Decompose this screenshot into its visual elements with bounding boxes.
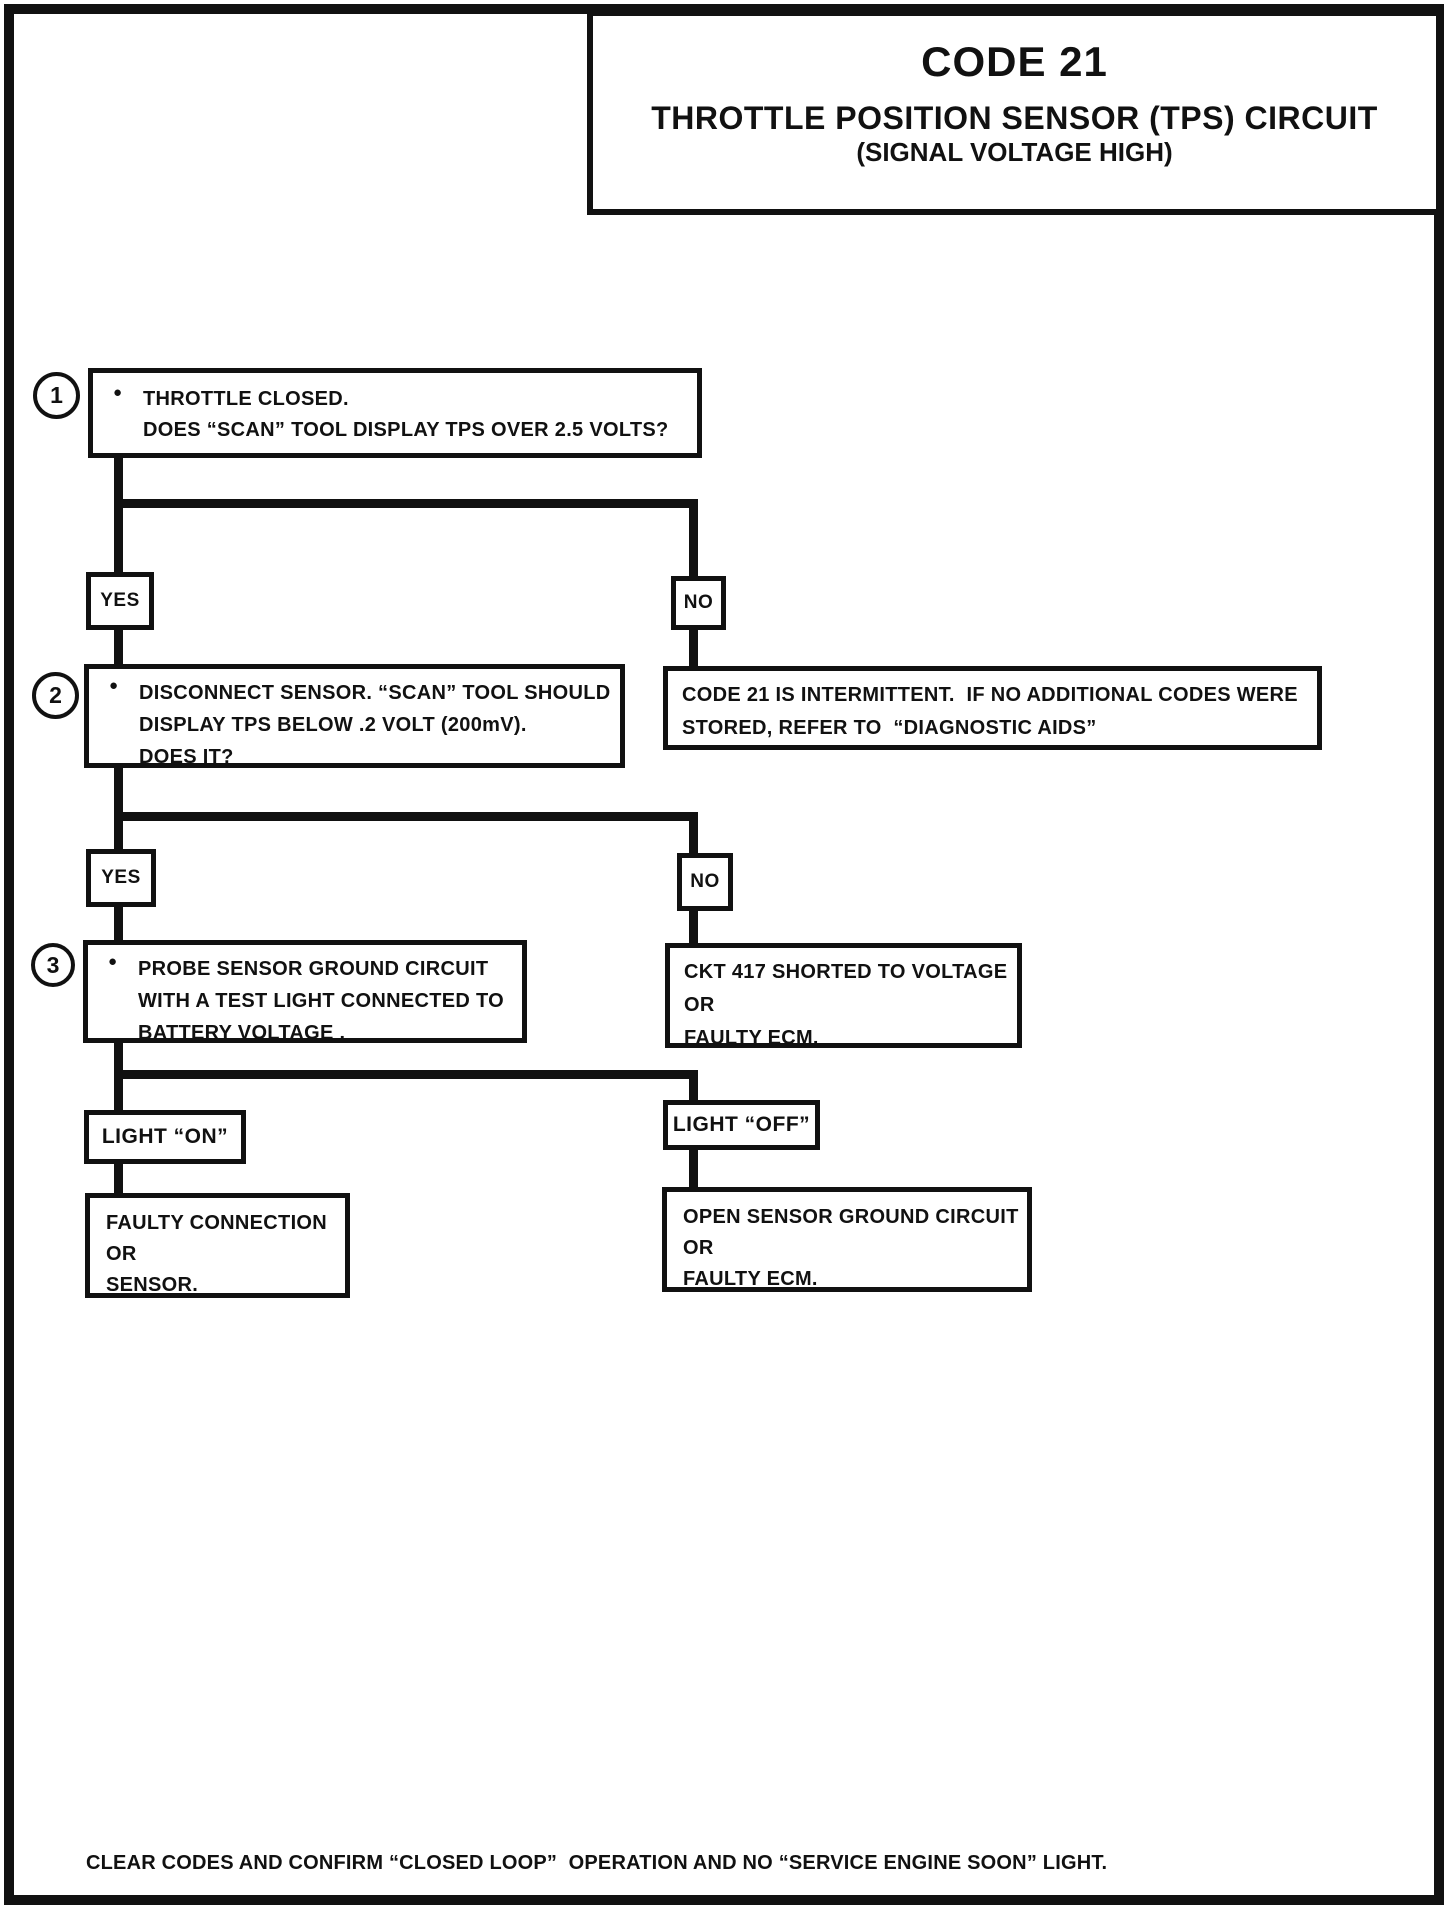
footer-note: CLEAR CODES AND CONFIRM “CLOSED LOOP” OP… (86, 1852, 1108, 1874)
light-off-label: LIGHT “OFF” (672, 1113, 811, 1136)
connector-step1-down (114, 455, 123, 572)
step-3-line: WITH A TEST LIGHT CONNECTED TO (138, 990, 505, 1012)
bullet-icon: ● (113, 384, 123, 401)
step-2-line: DISCONNECT SENSOR. “SCAN” TOOL SHOULD (139, 682, 611, 704)
open-ground-line: OPEN SENSOR GROUND CIRCUIT (683, 1206, 1019, 1228)
yes-label: YES (100, 590, 140, 611)
step-2-number: 2 (49, 682, 62, 708)
branch1-yes-box: YES (86, 572, 154, 630)
light-off-box: LIGHT “OFF” (663, 1100, 820, 1150)
connector-branch2-to-no (689, 812, 698, 853)
connector-branch1-horizontal (114, 499, 698, 508)
step-1-box: ● THROTTLE CLOSED. DOES “SCAN” TOOL DISP… (88, 368, 702, 458)
step-2-number-badge: 2 (32, 672, 79, 719)
step-3-text: PROBE SENSOR GROUND CIRCUIT WITH A TEST … (138, 953, 522, 1049)
connector-no1-to-intermittent (689, 630, 698, 666)
branch1-no-box: NO (671, 576, 726, 630)
connector-branch1-to-no (689, 499, 698, 576)
connector-branch3-to-light-off (689, 1070, 698, 1100)
bullet-icon: ● (109, 677, 119, 694)
title-box: CODE 21 THROTTLE POSITION SENSOR (TPS) C… (587, 10, 1442, 215)
connector-light-off-to-result (689, 1150, 698, 1187)
faulty-connection-line: OR (106, 1243, 137, 1265)
step-3-line: PROBE SENSOR GROUND CIRCUIT (138, 958, 489, 980)
connector-yes1-to-step2 (114, 630, 123, 664)
faulty-connection-line: FAULTY CONNECTION (106, 1212, 328, 1234)
ckt417-line: FAULTY ECM. (684, 1027, 819, 1049)
step-3-line: BATTERY VOLTAGE . (138, 1022, 346, 1044)
intermittent-line: CODE 21 IS INTERMITTENT. IF NO ADDITIONA… (682, 684, 1298, 706)
faulty-connection-result-box: FAULTY CONNECTION OR SENSOR. (85, 1193, 350, 1298)
step-1-line: THROTTLE CLOSED. (143, 388, 349, 410)
intermittent-line: STORED, REFER TO “DIAGNOSTIC AIDS” (682, 717, 1097, 739)
step-1-number: 1 (50, 382, 63, 408)
open-ground-result-box: OPEN SENSOR GROUND CIRCUIT OR FAULTY ECM… (662, 1187, 1032, 1292)
light-on-box: LIGHT “ON” (84, 1110, 246, 1164)
open-ground-line: OR (683, 1237, 714, 1259)
connector-branch2-horizontal (114, 812, 698, 821)
no-label: NO (683, 592, 714, 613)
step-1-number-badge: 1 (33, 372, 80, 419)
ckt417-line: OR (684, 994, 715, 1016)
page-border (4, 4, 1444, 1905)
no-label: NO (690, 871, 720, 892)
connector-light-on-to-result (114, 1164, 123, 1193)
page-title: CODE 21 (921, 38, 1108, 85)
intermittent-result-box: CODE 21 IS INTERMITTENT. IF NO ADDITIONA… (663, 666, 1322, 750)
branch2-yes-box: YES (86, 849, 156, 907)
connector-yes2-to-step3 (114, 907, 123, 940)
ckt417-result-box: CKT 417 SHORTED TO VOLTAGE OR FAULTY ECM… (665, 943, 1022, 1049)
step-2-line: DISPLAY TPS BELOW .2 VOLT (200mV). (139, 714, 527, 736)
ckt417-line: CKT 417 SHORTED TO VOLTAGE (684, 961, 1008, 983)
step-3-number-badge: 3 (31, 943, 75, 987)
step-2-line: DOES IT? (139, 746, 234, 768)
faulty-connection-line: SENSOR. (106, 1274, 199, 1296)
connector-branch3-horizontal (114, 1070, 698, 1079)
page-subtitle: THROTTLE POSITION SENSOR (TPS) CIRCUIT (651, 100, 1378, 136)
connector-step2-down (114, 768, 123, 849)
step-3-box: ● PROBE SENSOR GROUND CIRCUIT WITH A TES… (83, 940, 527, 1044)
step-2-box: ● DISCONNECT SENSOR. “SCAN” TOOL SHOULD … (84, 664, 625, 768)
bullet-icon: ● (108, 953, 118, 970)
connector-no2-to-ckt417 (689, 911, 698, 943)
step-2-text: DISCONNECT SENSOR. “SCAN” TOOL SHOULD DI… (139, 677, 620, 773)
open-ground-line: FAULTY ECM. (683, 1268, 818, 1290)
step-1-text: THROTTLE CLOSED. DOES “SCAN” TOOL DISPLA… (143, 384, 697, 446)
yes-label: YES (101, 867, 141, 888)
page-subtitle-2: (SIGNAL VOLTAGE HIGH) (856, 137, 1173, 167)
step-1-line: DOES “SCAN” TOOL DISPLAY TPS OVER 2.5 VO… (143, 419, 669, 441)
light-on-label: LIGHT “ON” (101, 1125, 229, 1148)
step-3-number: 3 (46, 951, 60, 978)
branch2-no-box: NO (677, 853, 733, 911)
